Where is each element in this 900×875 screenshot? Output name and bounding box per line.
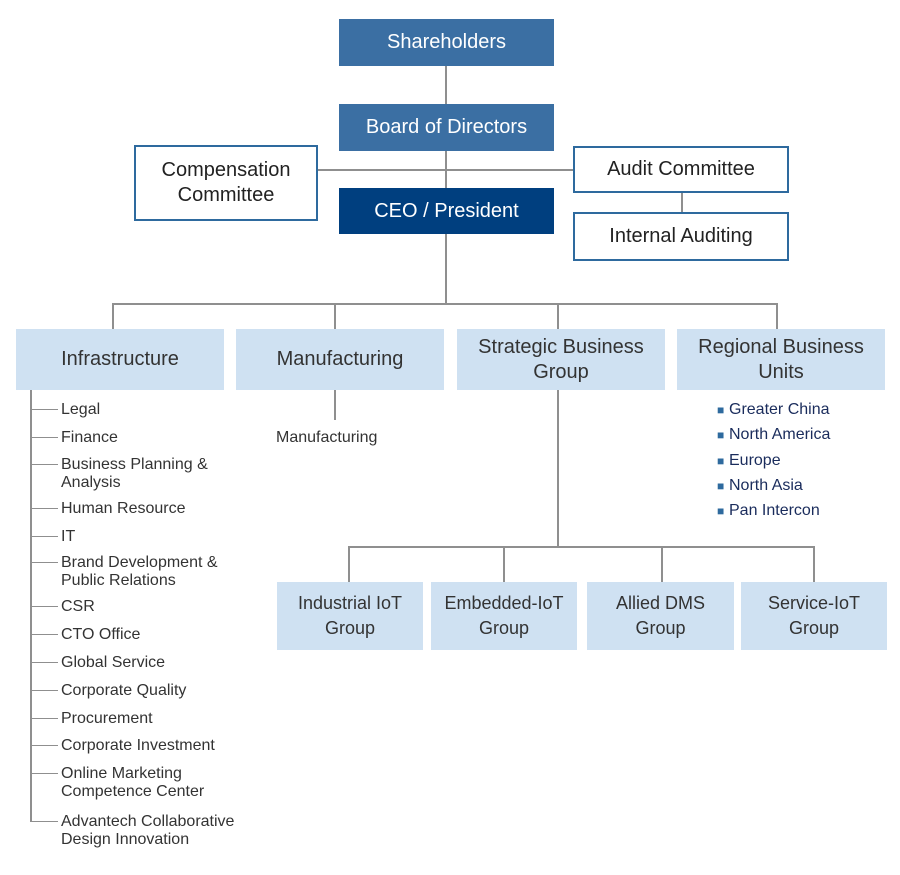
- infrastructure-tick: [30, 662, 58, 663]
- infrastructure-tick: [30, 718, 58, 719]
- division-bus: [112, 303, 778, 305]
- audit-committee-box: Audit Committee: [573, 146, 789, 193]
- infrastructure-item: IT: [61, 528, 76, 545]
- infrastructure-item: Advantech Collaborative Design Innovatio…: [61, 813, 235, 848]
- connector-shareholders-board: [445, 66, 447, 104]
- division-infrastructure: Infrastructure: [16, 329, 224, 390]
- sbg-group-service-iot: Service-IoT Group: [741, 582, 887, 650]
- sbg-group-allied-dms: Allied DMS Group: [587, 582, 734, 650]
- infrastructure-tick: [30, 409, 58, 410]
- infrastructure-tick: [30, 536, 58, 537]
- bullet-icon: ■: [717, 428, 725, 443]
- bullet-icon: ■: [717, 478, 725, 493]
- infrastructure-tick: [30, 562, 58, 563]
- drop-regional: [776, 303, 778, 329]
- infrastructure-tick: [30, 690, 58, 691]
- infrastructure-tick: [30, 745, 58, 746]
- ceo-president-box: CEO / President: [339, 188, 554, 234]
- infrastructure-item: Global Service: [61, 654, 166, 671]
- infrastructure-item: CSR: [61, 598, 95, 615]
- bullet-icon: ■: [717, 504, 725, 519]
- division-manufacturing: Manufacturing: [236, 329, 444, 390]
- infrastructure-item: Legal: [61, 401, 101, 418]
- drop-sbg-group: [661, 546, 663, 582]
- regional-item-label: Greater China: [729, 401, 830, 418]
- regional-item: ■ North Asia: [717, 475, 830, 500]
- drop-manufacturing: [334, 303, 336, 329]
- manufacturing-item: Manufacturing: [276, 429, 378, 446]
- regional-item-label: North America: [729, 426, 831, 444]
- infrastructure-tick: [30, 821, 58, 822]
- drop-sbg: [557, 303, 559, 329]
- division-regional-business-units: Regional Business Units: [677, 329, 885, 390]
- connector-sbg-groups: [557, 390, 559, 547]
- infrastructure-item: Procurement: [61, 710, 153, 727]
- regional-units-list: ■ Greater China ■ North America ■ Europe ■ N…: [717, 399, 830, 525]
- regional-item-label: Europe: [729, 451, 781, 469]
- infrastructure-item: Human Resource: [61, 500, 186, 517]
- regional-item: ■ Greater China: [717, 399, 830, 424]
- infrastructure-item: Online Marketing Competence Center: [61, 765, 205, 800]
- division-strategic-business-group: Strategic Business Group: [457, 329, 665, 390]
- regional-item: ■ Pan Intercon: [717, 500, 830, 525]
- drop-infrastructure: [112, 303, 114, 329]
- infrastructure-item: Finance: [61, 429, 118, 446]
- drop-sbg-group: [348, 546, 350, 582]
- infrastructure-tick: [30, 634, 58, 635]
- sbg-bus: [348, 546, 815, 548]
- regional-item-label: North Asia: [729, 476, 803, 494]
- infrastructure-item: Business Planning & Analysis: [61, 456, 208, 491]
- shareholders-box: Shareholders: [339, 19, 554, 66]
- regional-item: ■ North America: [717, 424, 830, 449]
- infrastructure-item: Corporate Investment: [61, 737, 215, 754]
- connector-ceo-divisions: [445, 234, 447, 304]
- drop-sbg-group: [503, 546, 505, 582]
- connector-board-ceo: [445, 150, 447, 188]
- infrastructure-tick: [30, 464, 58, 465]
- internal-auditing-box: Internal Auditing: [573, 212, 789, 261]
- compensation-committee-box: Compensation Committee: [134, 145, 318, 221]
- infrastructure-item: CTO Office: [61, 626, 141, 643]
- board-of-directors-box: Board of Directors: [339, 104, 554, 151]
- sbg-group-industrial-iot: Industrial IoT Group: [277, 582, 423, 650]
- infrastructure-item: Brand Development & Public Relations: [61, 554, 218, 589]
- infrastructure-tick: [30, 606, 58, 607]
- infrastructure-tick: [30, 508, 58, 509]
- sbg-group-embedded-iot: Embedded-IoT Group: [431, 582, 577, 650]
- connector-compensation: [317, 169, 445, 171]
- connector-audit: [447, 169, 573, 171]
- infrastructure-tick: [30, 773, 58, 774]
- infrastructure-item: Corporate Quality: [61, 682, 187, 699]
- drop-sbg-group: [813, 546, 815, 582]
- connector-manufacturing-item: [334, 390, 336, 420]
- infrastructure-tick: [30, 437, 58, 438]
- regional-item-label: Pan Intercon: [729, 502, 820, 520]
- connector-audit-internal: [681, 192, 683, 212]
- regional-item: ■ Europe: [717, 450, 830, 475]
- bullet-icon: ■: [717, 453, 725, 468]
- bullet-icon: ■: [717, 403, 725, 417]
